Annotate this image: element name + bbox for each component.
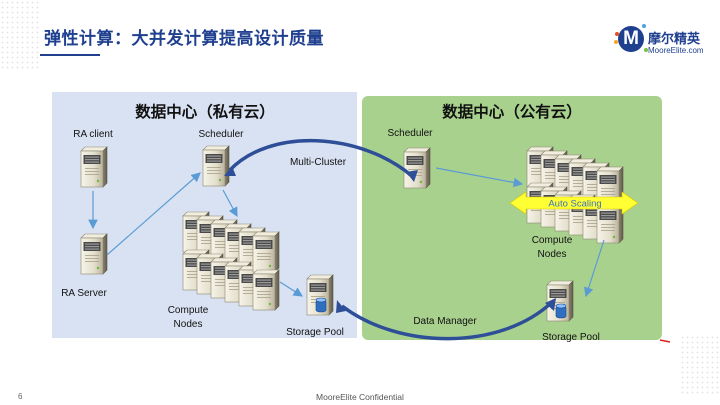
private-storage-pool-label: Storage Pool xyxy=(286,327,344,338)
public-cloud-title: 数据中心（公有云） xyxy=(442,102,582,121)
public-storage-pool-label: Storage Pool xyxy=(542,332,600,343)
data-manager-label: Data Manager xyxy=(413,316,477,327)
public-compute-label-line2: Nodes xyxy=(538,249,567,260)
ra-server-icon xyxy=(80,233,108,275)
ra-client-server-icon xyxy=(80,146,108,188)
logo-dot xyxy=(614,40,618,44)
public-compute-to-storage-arrow xyxy=(584,239,605,298)
red-marker xyxy=(659,339,671,343)
ra-server-label: RA Server xyxy=(61,288,107,299)
private-compute-label-line2: Nodes xyxy=(174,319,203,330)
multi-cluster-label: Multi-Cluster xyxy=(290,157,347,168)
moore-elite-logo: M 摩尔精英 MooreElite.com xyxy=(614,24,714,58)
logo-dot xyxy=(644,48,648,52)
footer-confidential: MooreElite Confidential xyxy=(316,392,404,402)
server-to-scheduler-arrow xyxy=(106,172,201,256)
private-scheduler-server-icon xyxy=(202,145,230,187)
corner-dot-pattern xyxy=(0,0,40,70)
public-compute-label-line1: Compute xyxy=(532,235,573,246)
logo-dot xyxy=(642,24,646,28)
logo-website: MooreElite.com xyxy=(648,46,704,55)
page-number: 6 xyxy=(18,392,23,401)
ra-client-label: RA client xyxy=(73,129,113,140)
multi-cluster-arrowhead-left xyxy=(224,166,236,176)
private-cloud-title: 数据中心（私有云） xyxy=(135,102,275,121)
data-manager-arrowhead-right xyxy=(545,298,556,311)
corner-dot-pattern xyxy=(680,335,720,395)
logo-chinese-name: 摩尔精英 xyxy=(648,32,701,47)
private-scheduler-label: Scheduler xyxy=(198,129,244,140)
multi-cluster-arrowhead-right xyxy=(406,170,418,182)
multi-cluster-link xyxy=(228,138,414,178)
slide-title: 弹性计算：大并发计算提高设计质量 xyxy=(44,29,324,49)
private-compute-label-line1: Compute xyxy=(168,305,209,316)
logo-dot xyxy=(615,32,619,36)
scheduler-to-compute-arrow xyxy=(222,189,238,218)
data-manager-arrowhead-left xyxy=(336,300,346,313)
public-scheduler-server-icon xyxy=(403,147,431,189)
public-cloud-panel xyxy=(362,96,662,340)
auto-scaling-label: Auto Scaling xyxy=(548,199,601,210)
public-scheduler-label: Scheduler xyxy=(387,128,433,139)
title-underline xyxy=(40,54,100,56)
logo-mark: M xyxy=(618,26,644,52)
private-storage-pool-icon xyxy=(307,275,333,315)
public-scheduler-to-compute-arrow xyxy=(435,167,524,188)
data-manager-link xyxy=(340,301,553,341)
compute-to-storage-arrow xyxy=(279,281,304,297)
auto-scaling-arrow xyxy=(509,191,639,215)
